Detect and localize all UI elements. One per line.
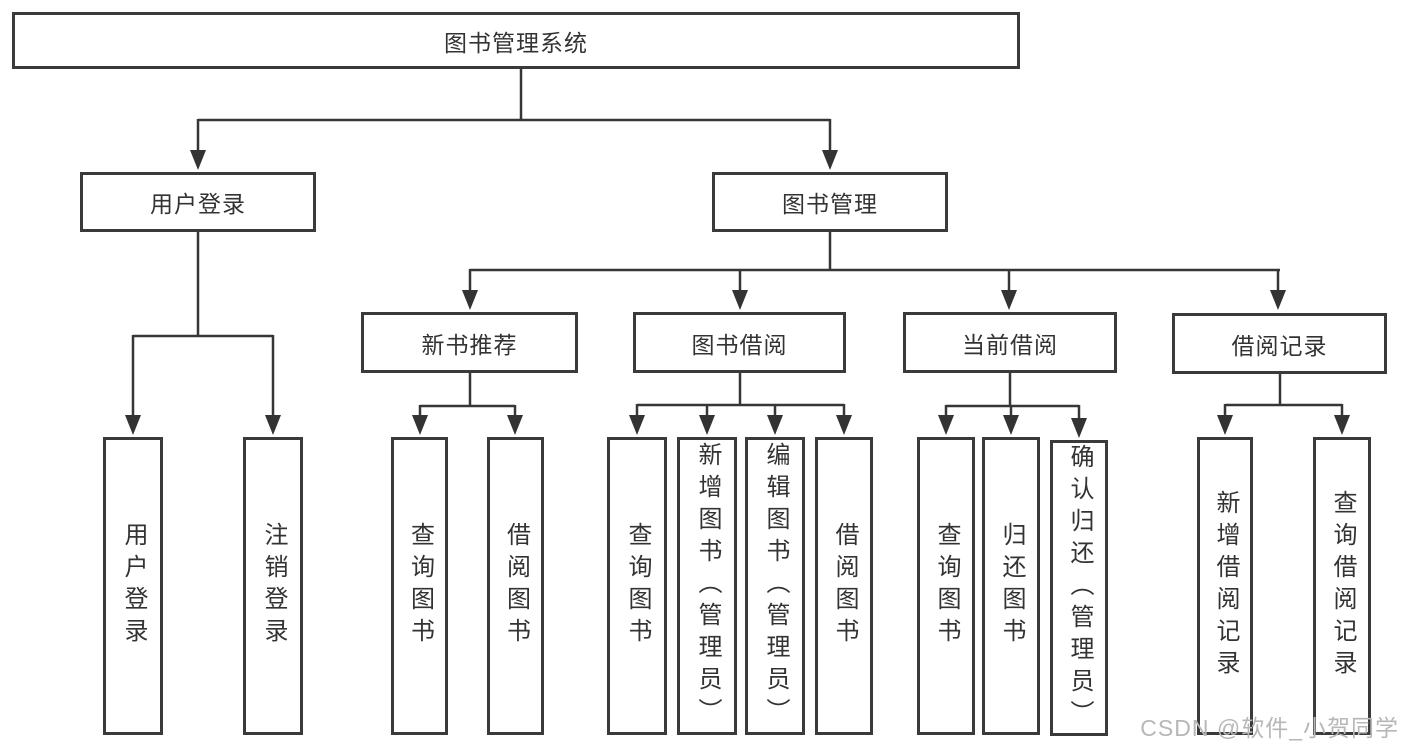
node-new-book-recommend: 新书推荐	[361, 312, 578, 373]
leaf-add-borrow-record: 新增借阅记录	[1197, 437, 1253, 735]
leaf-return-book: 归还图书	[982, 437, 1040, 735]
leaf-query-books-recommend: 查询图书	[391, 437, 448, 735]
node-book-borrow: 图书借阅	[633, 312, 846, 373]
node-user-login: 用户登录	[80, 172, 316, 232]
leaf-borrow-books: 借阅图书	[815, 437, 873, 735]
node-book-management: 图书管理	[712, 172, 948, 232]
leaf-edit-book-admin: 编辑图书（管理员）	[745, 437, 805, 735]
leaf-confirm-return-admin: 确认归还（管理员）	[1050, 440, 1108, 736]
leaf-query-books-current: 查询图书	[917, 437, 975, 735]
node-borrow-records: 借阅记录	[1172, 313, 1387, 374]
leaf-query-books-borrow: 查询图书	[607, 437, 667, 735]
leaf-borrow-books-recommend: 借阅图书	[487, 437, 544, 735]
leaf-logout: 注销登录	[243, 437, 303, 735]
leaf-add-book-admin: 新增图书（管理员）	[677, 437, 737, 735]
csdn-watermark: CSDN @软件_小贺同学	[1140, 715, 1399, 741]
node-current-borrow: 当前借阅	[903, 312, 1117, 373]
leaf-query-borrow-record: 查询借阅记录	[1313, 437, 1371, 735]
node-root-system: 图书管理系统	[12, 12, 1020, 69]
leaf-user-login: 用户登录	[103, 437, 163, 735]
